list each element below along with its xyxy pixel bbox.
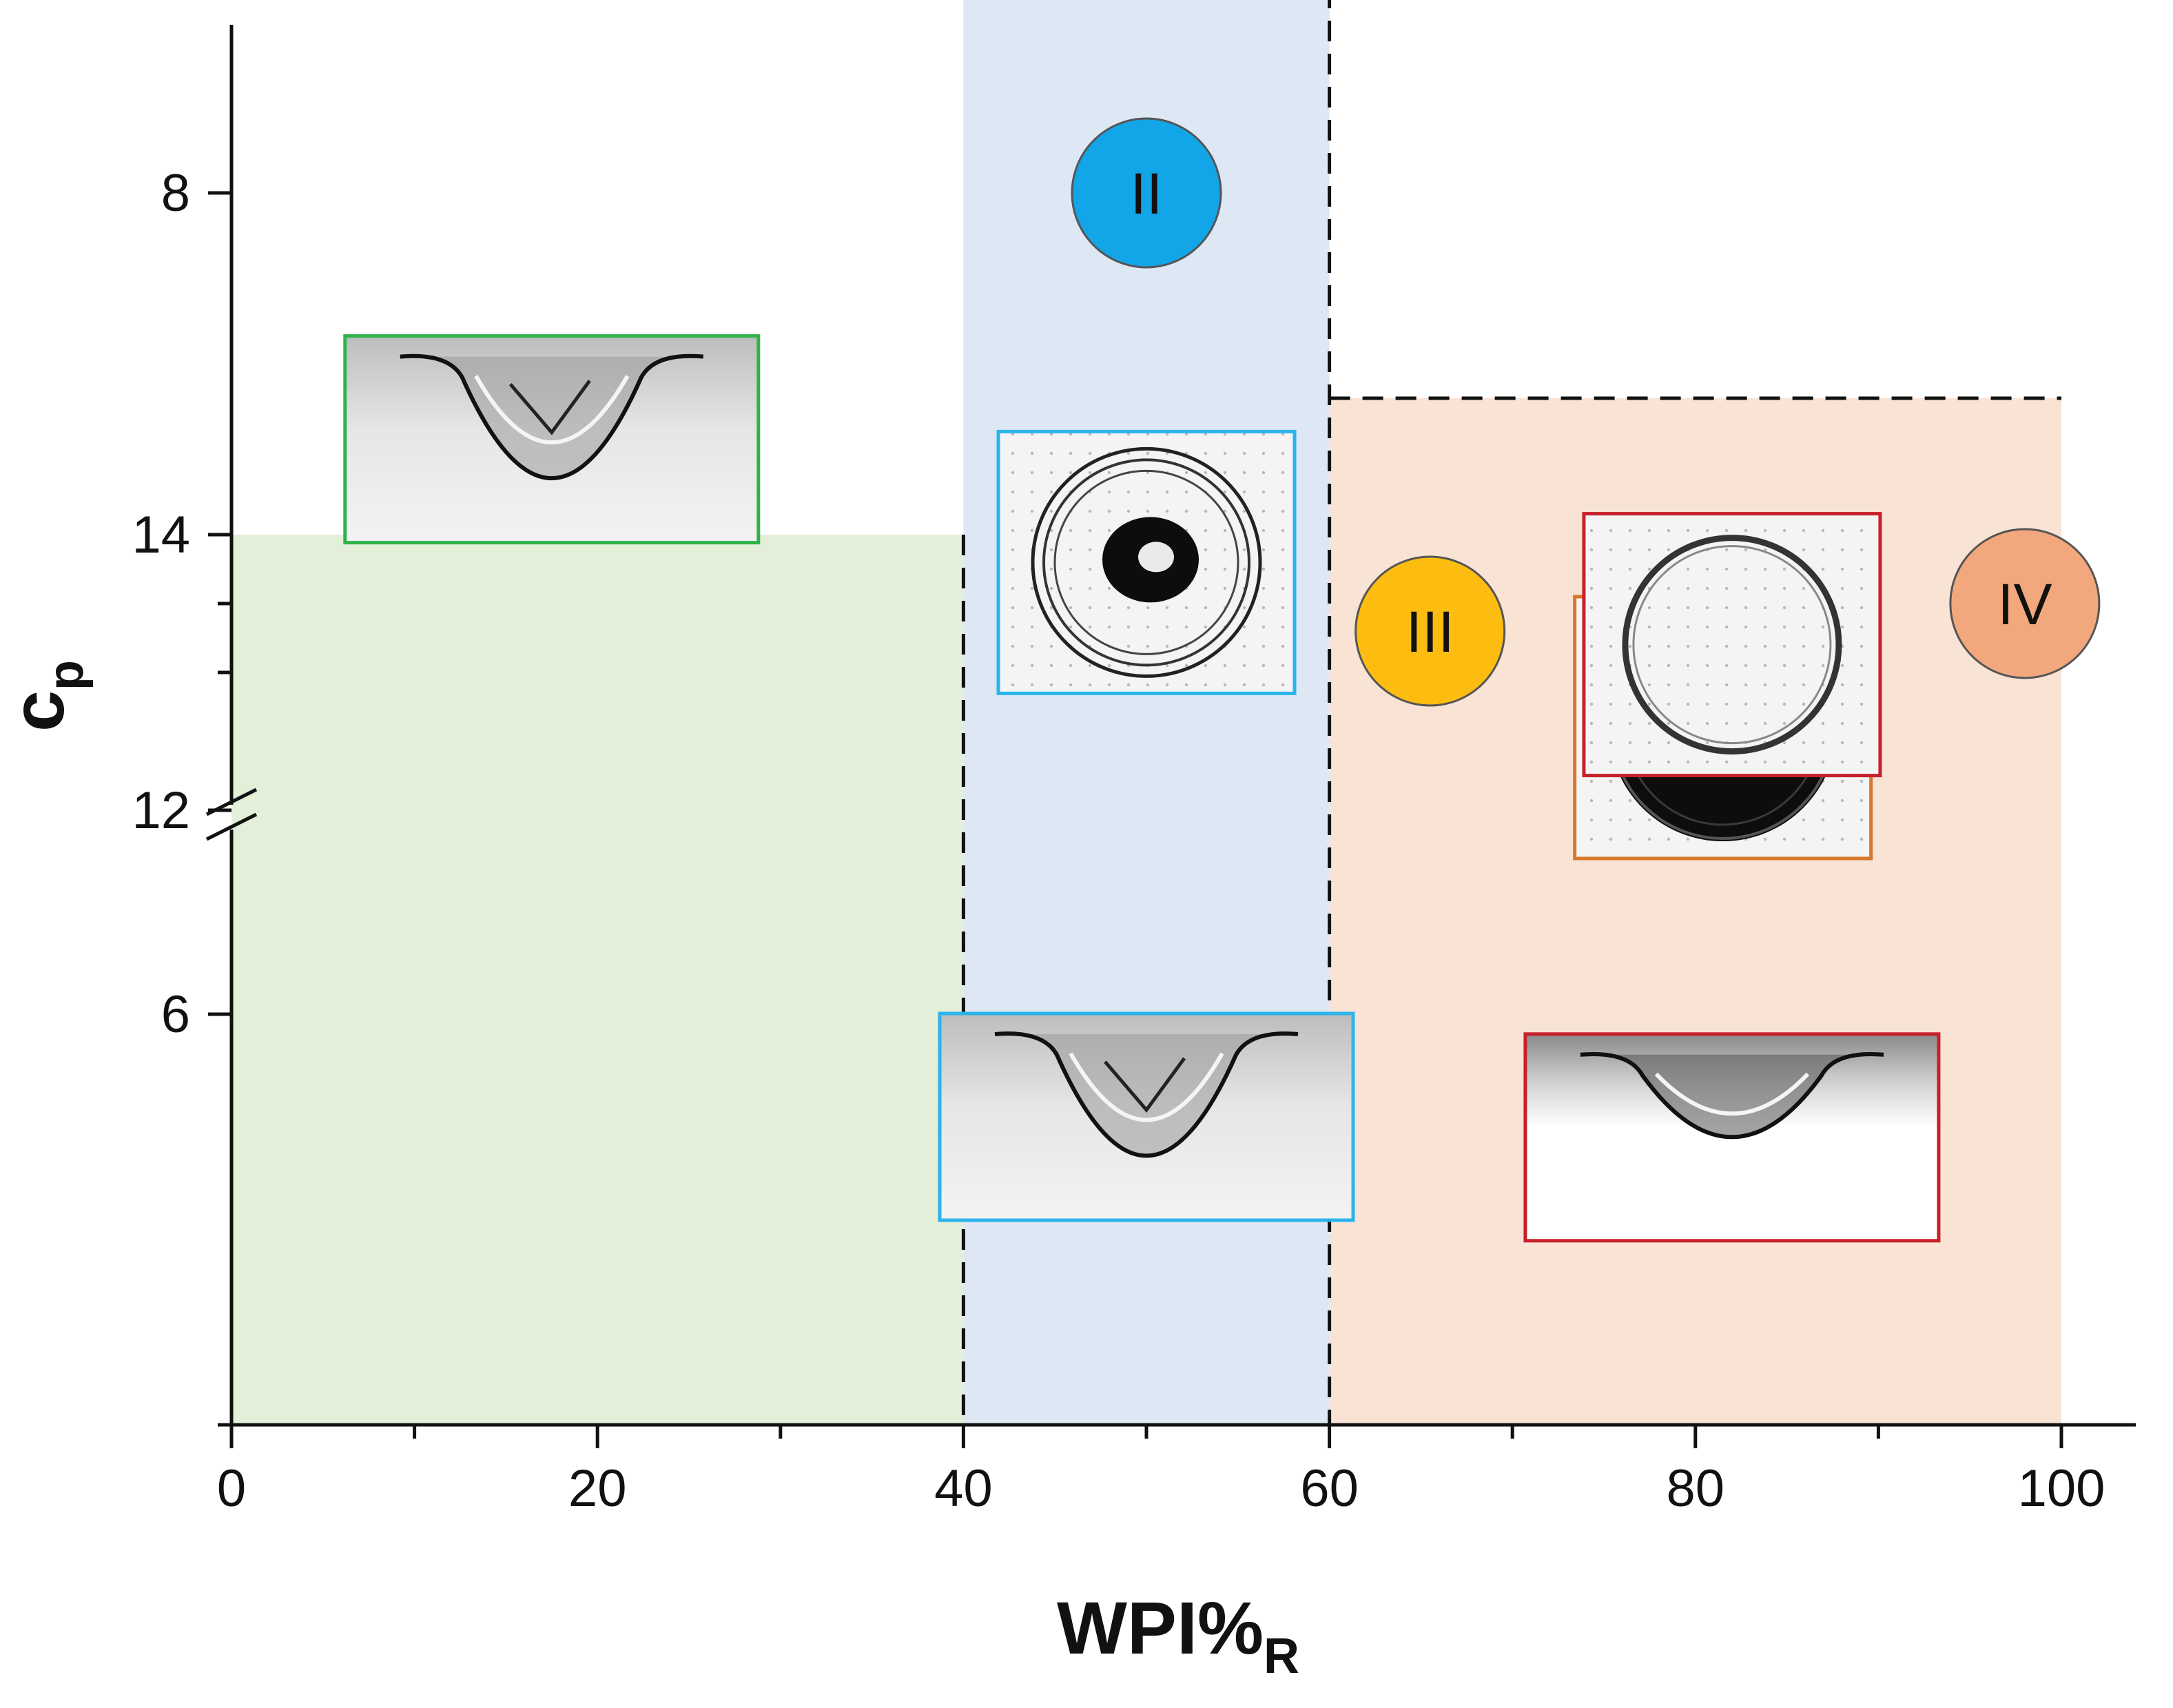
x-tick-label: 60: [1300, 1459, 1359, 1518]
x-axis-title: WPI%R: [1057, 1586, 1299, 1684]
region-iv-top-image-ring: [1622, 535, 1842, 755]
region-ii-badge-circle: [1071, 117, 1222, 269]
y-axis-title: cp: [0, 660, 94, 732]
region-ii-side-image: [938, 1011, 1355, 1222]
region-iv-side-image-frame: [1523, 1032, 1941, 1243]
region-i-fill: [231, 535, 964, 1425]
region-ii-side-image-highlight: [1069, 1052, 1224, 1122]
region-iii-badge: III: [1355, 555, 1506, 707]
region-ii-badge: II: [1071, 117, 1222, 269]
y-axis-break-mark: [205, 812, 258, 841]
x-tick-label: 80: [1667, 1459, 1725, 1518]
x-tick-label: 20: [568, 1459, 627, 1518]
x-tick-label: 0: [217, 1459, 246, 1518]
images-layer: IIIIIIIV: [343, 117, 2101, 1243]
y-tick-label: 14: [132, 506, 190, 564]
region-ii-side-image-drop: [994, 1031, 1299, 1158]
region-ii-top-image-ring-mid: [1042, 458, 1250, 667]
x-axis-title-main: WPI%: [1057, 1586, 1264, 1669]
region-i-side-image-fold: [508, 380, 591, 435]
region-i-side-image-drop: [400, 353, 704, 480]
y-axis-title-sub: p: [39, 660, 94, 690]
region-iv-side-image-highlight: [1654, 1072, 1810, 1116]
region-iv-side-image: [1523, 1032, 1941, 1243]
region-iv-top-image: [1582, 512, 1882, 778]
region-i-side-image: [343, 334, 761, 545]
region-ii-top-image-ring-inner: [1053, 469, 1239, 655]
region-iv-badge-circle: [1949, 528, 2101, 679]
x-tick-label: 40: [934, 1459, 993, 1518]
region-ii-badge-text: II: [1131, 161, 1163, 226]
region-iv-badge: IV: [1949, 528, 2101, 679]
x-axis-title-sub: R: [1264, 1629, 1299, 1684]
y-tick-label: 8: [161, 164, 190, 223]
y-tick-label: 6: [161, 985, 190, 1044]
region-ii-top-image-core-hole: [1138, 542, 1174, 573]
region-iv-top-image-ring-inner: [1632, 545, 1832, 745]
region-ii-top-image-frame: [996, 429, 1297, 695]
region-ii-side-image-frame: [938, 1011, 1355, 1222]
region-ii-side-image-fold: [1104, 1057, 1186, 1113]
axes-layer: 0 20 40 60 80 100 6 8 12 14: [132, 25, 2136, 1518]
region-i-side-image-highlight: [474, 375, 630, 445]
region-ii-top-image-ring-outer: [1031, 446, 1262, 678]
region-iii-badge-circle: [1355, 555, 1506, 707]
region-iv-badge-text: IV: [1997, 572, 2052, 637]
x-tick-label: 100: [2018, 1459, 2105, 1518]
region-iv-top-image-frame: [1582, 512, 1882, 778]
region-iii-badge-text: III: [1406, 599, 1454, 664]
region-ii-top-image: [996, 429, 1297, 695]
region-i-side-image-frame: [343, 334, 761, 545]
y-tick-label: 12: [132, 781, 190, 840]
y-axis-title-main: c: [0, 690, 79, 732]
